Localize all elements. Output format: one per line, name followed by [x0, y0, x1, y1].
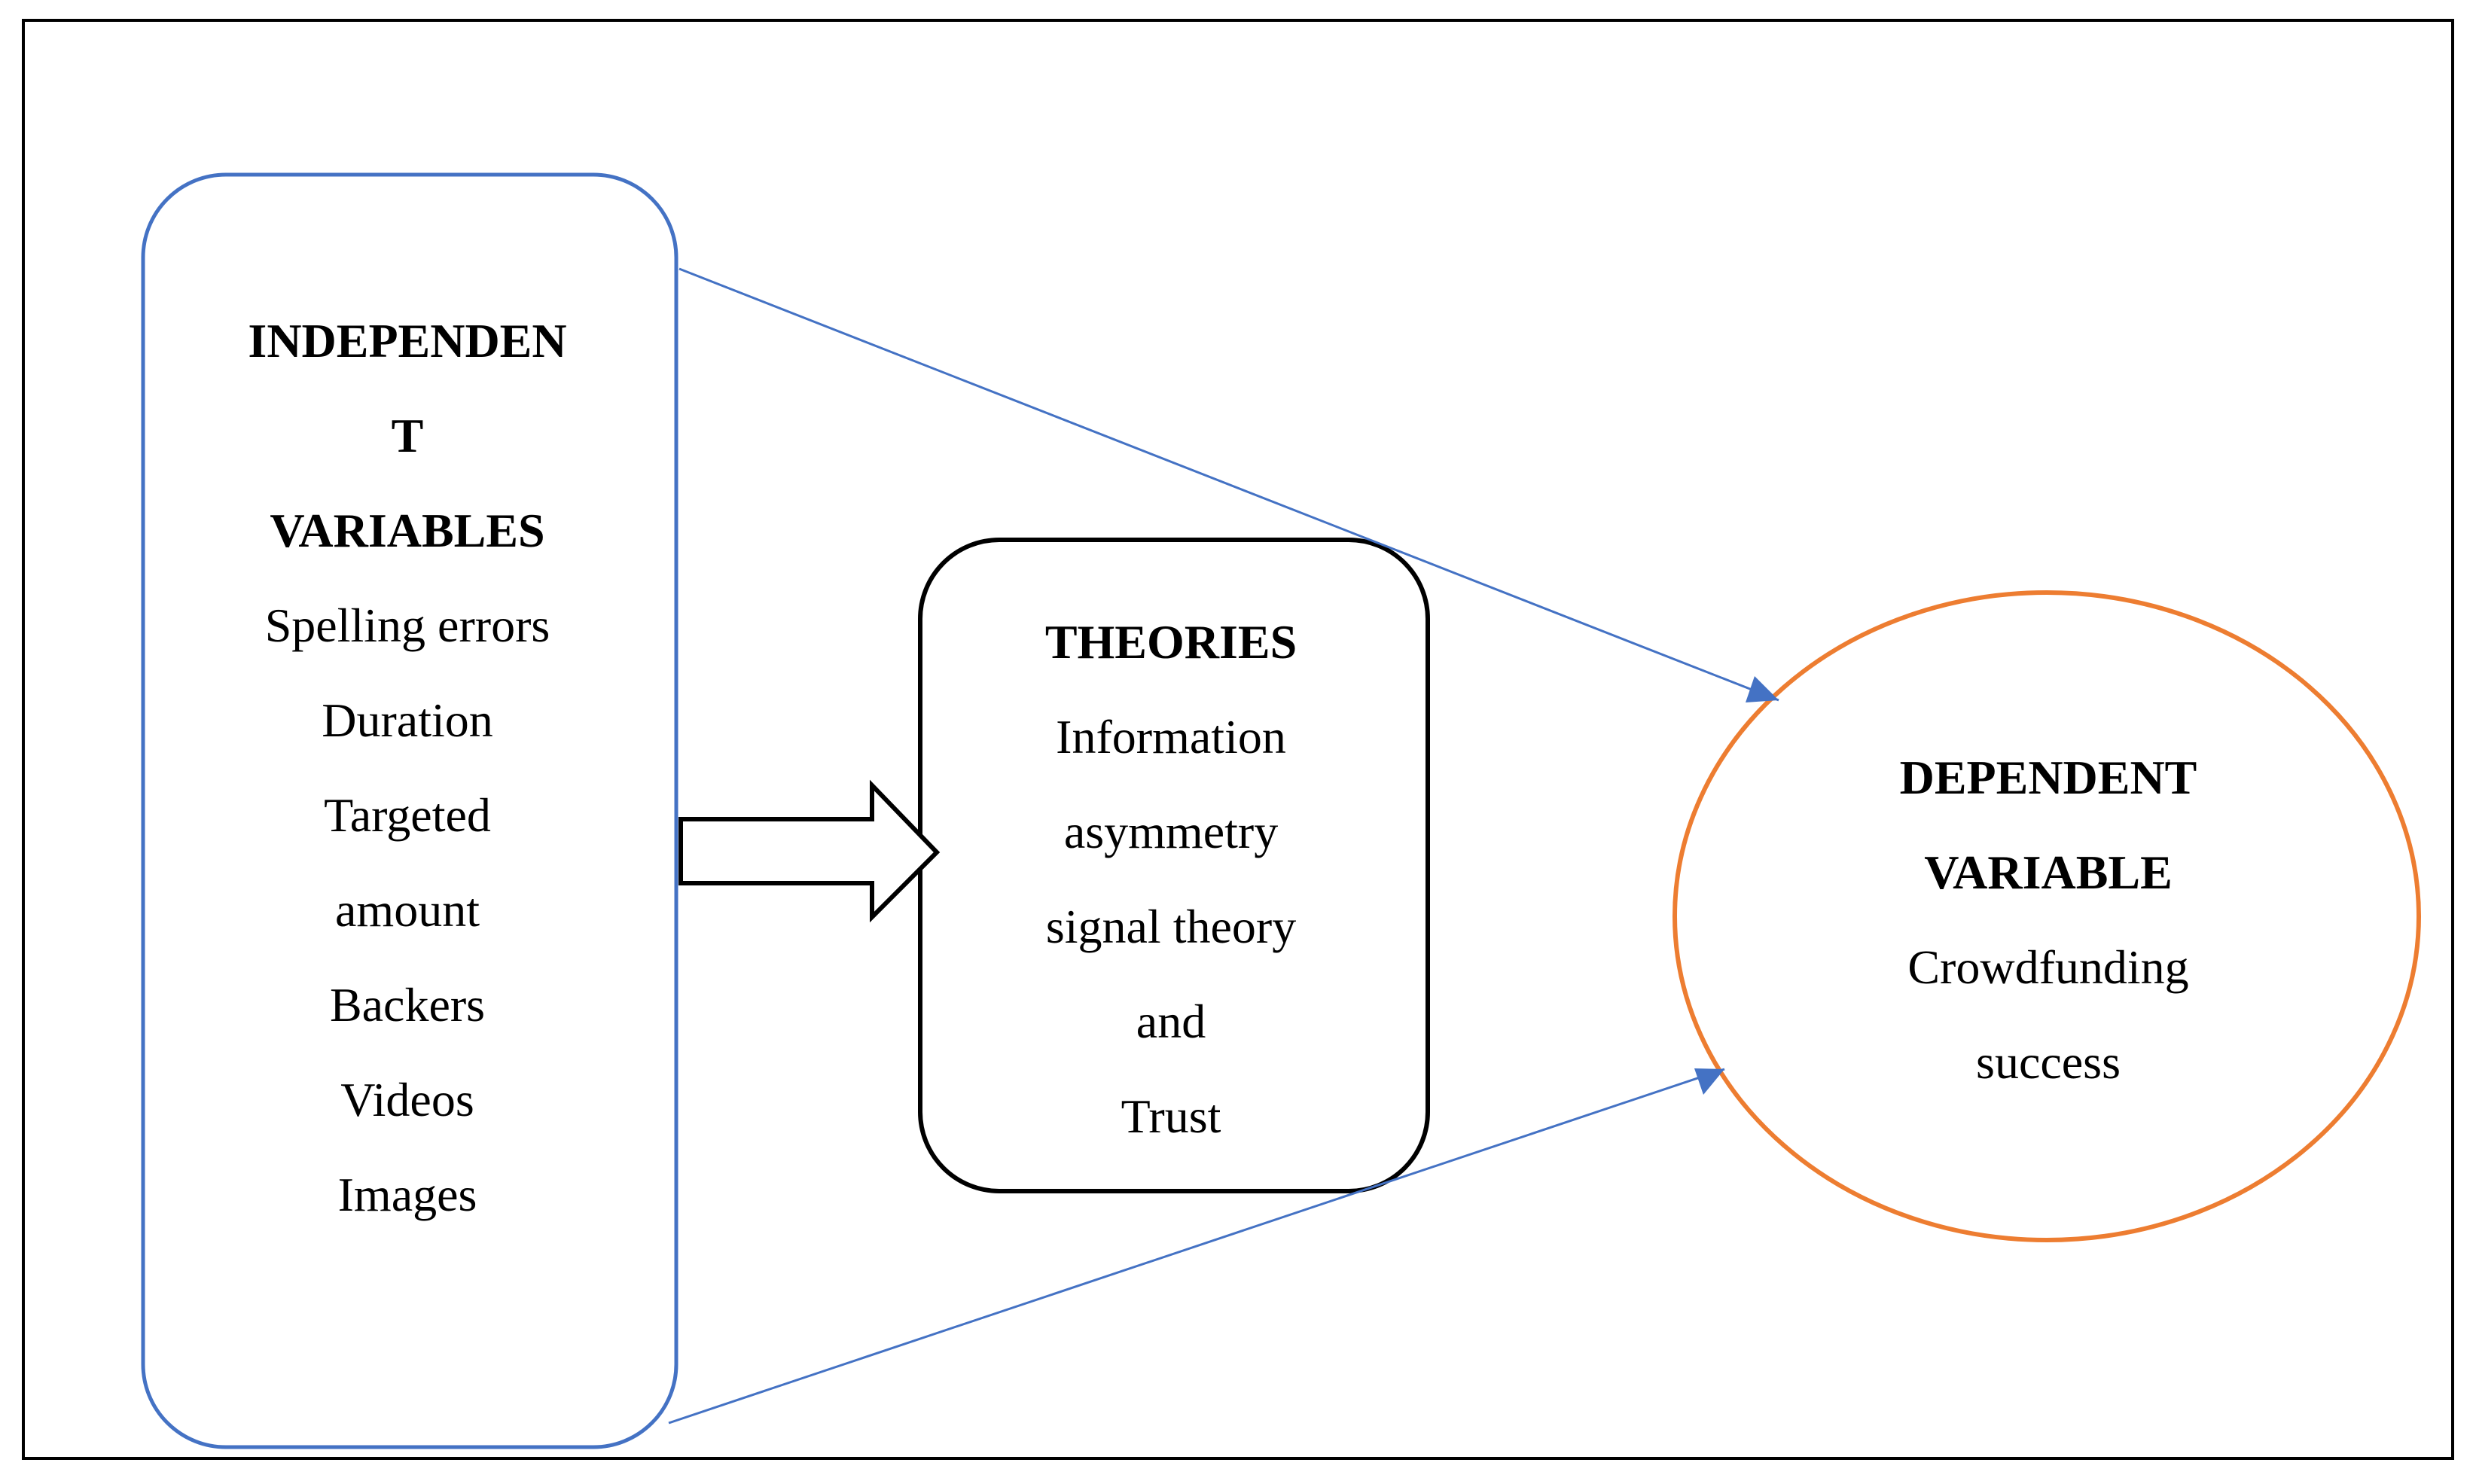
- lower-arrowhead: [1694, 1068, 1724, 1095]
- theories-text: THEORIES Information asymmetry signal th…: [922, 595, 1419, 1164]
- independent-item-backers: Backers: [329, 978, 486, 1031]
- dependent-variable-text: DEPENDENT VARIABLE Crowdfunding success: [1717, 730, 2380, 1110]
- dependent-item-crowdfunding: Crowdfunding: [1907, 940, 2189, 994]
- independent-variables-box: [141, 172, 678, 1449]
- independent-item-images: Images: [337, 1168, 477, 1221]
- lower-connector-arrow: [668, 1068, 1725, 1425]
- independent-heading-line-1: INDEPENDEN: [248, 314, 567, 367]
- theories-item-and: and: [1136, 995, 1206, 1048]
- theories-item-trust: Trust: [1121, 1089, 1221, 1143]
- independent-item-duration: Duration: [322, 693, 493, 747]
- independent-heading-line-2: T: [391, 409, 424, 462]
- dependent-heading-line-1: DEPENDENT: [1899, 751, 2197, 804]
- independent-item-amount: amount: [335, 883, 480, 937]
- theories-item-information: Information: [1056, 710, 1286, 763]
- block-arrow-to-theories: [678, 779, 941, 923]
- upper-arrowhead: [1746, 676, 1779, 702]
- dependent-variable-ellipse: [1673, 590, 2421, 1242]
- dependent-item-success: success: [1976, 1035, 2121, 1089]
- independent-item-spelling-errors: Spelling errors: [264, 599, 550, 652]
- independent-item-targeted: Targeted: [324, 788, 491, 842]
- theories-item-signal-theory: signal theory: [1045, 900, 1297, 953]
- independent-item-videos: Videos: [340, 1073, 474, 1126]
- theories-item-asymmetry: asymmetry: [1063, 805, 1279, 858]
- independent-heading-line-3: VARIABLES: [270, 504, 545, 557]
- dependent-heading-line-2: VARIABLE: [1924, 846, 2173, 899]
- upper-connector-arrow: [678, 267, 1779, 702]
- diagram-frame: [22, 19, 2454, 1460]
- theories-heading: THEORIES: [1044, 615, 1297, 669]
- independent-variables-text: INDEPENDEN T VARIABLES Spelling errors D…: [144, 294, 671, 1242]
